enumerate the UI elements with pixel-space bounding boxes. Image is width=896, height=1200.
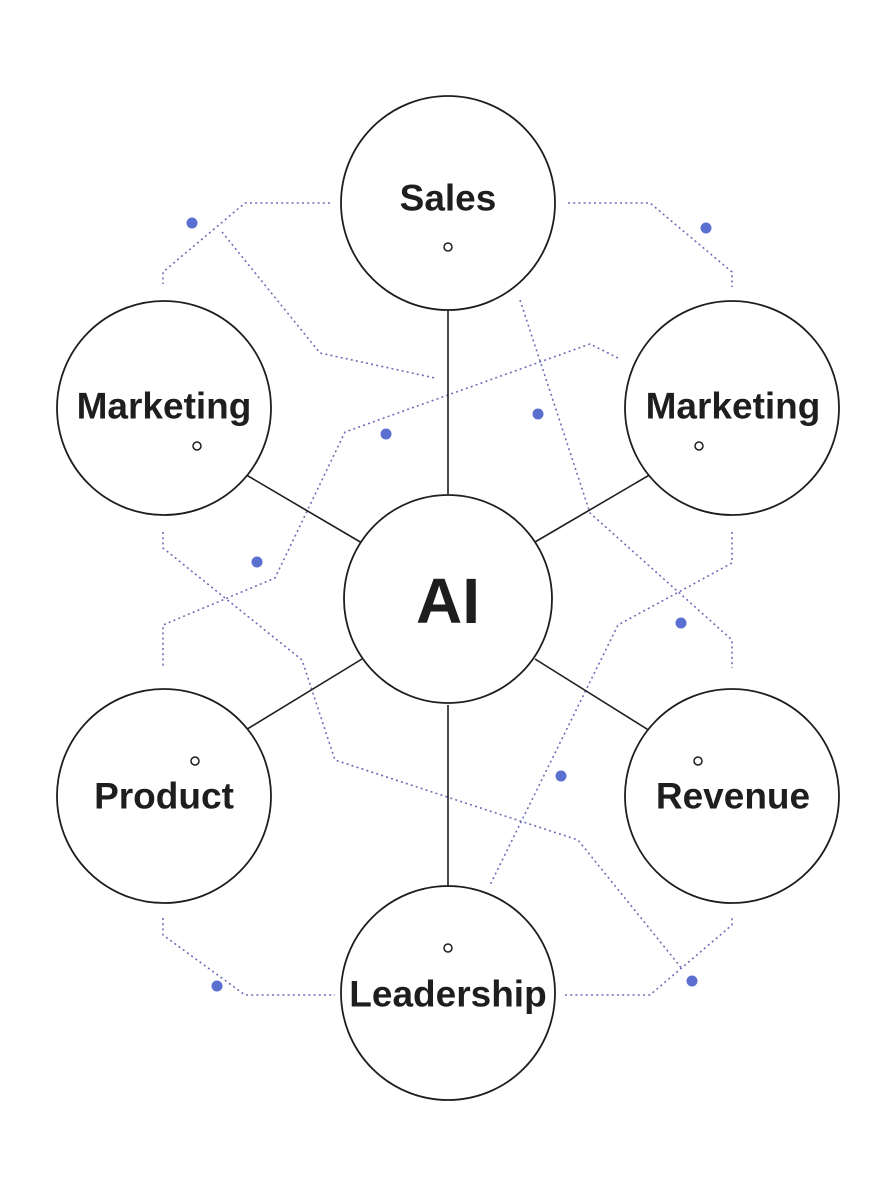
node-label: Marketing [77,386,252,427]
node-revenue: Revenue [624,688,840,904]
node-marketing-right: Marketing [624,300,840,516]
node-leadership: Leadership [340,885,556,1101]
dotted-connector [565,918,733,996]
accent-dot [555,770,567,782]
dotted-connector [162,918,335,996]
spoke-anchors [190,242,704,953]
node-circle [56,300,272,516]
accent-dot [675,617,687,629]
node-circle [340,885,556,1101]
accent-dot [700,222,712,234]
accent-dot [380,428,392,440]
accent-dot [186,217,198,229]
node-product: Product [56,688,272,904]
center-circle [343,494,553,704]
center-label: AI [416,565,480,637]
node-circle [56,688,272,904]
dotted-connector [162,202,330,284]
anchor-point [190,756,200,766]
node-label: Product [94,776,234,817]
node-circle [624,688,840,904]
accent-dot [686,975,698,987]
accent-dot [532,408,544,420]
anchor-point [192,441,202,451]
node-circle [340,95,556,311]
anchor-point [694,441,704,451]
node-label: Revenue [656,776,810,817]
accent-dot [211,980,223,992]
accent-dots [186,217,712,992]
node-label: Sales [400,178,497,219]
node-center: AI [343,494,553,704]
dotted-connector [162,532,684,971]
dotted-connector [221,231,436,379]
dotted-connector [162,343,619,668]
dotted-connectors [162,202,733,996]
anchor-point [693,756,703,766]
node-label: Marketing [646,386,821,427]
node-marketing-left: Marketing [56,300,272,516]
dotted-connector [568,202,733,287]
anchor-point [443,242,453,252]
node-circle [624,300,840,516]
node-label: Leadership [349,974,546,1015]
node-sales: Sales [340,95,556,311]
anchor-point [443,943,453,953]
accent-dot [251,556,263,568]
